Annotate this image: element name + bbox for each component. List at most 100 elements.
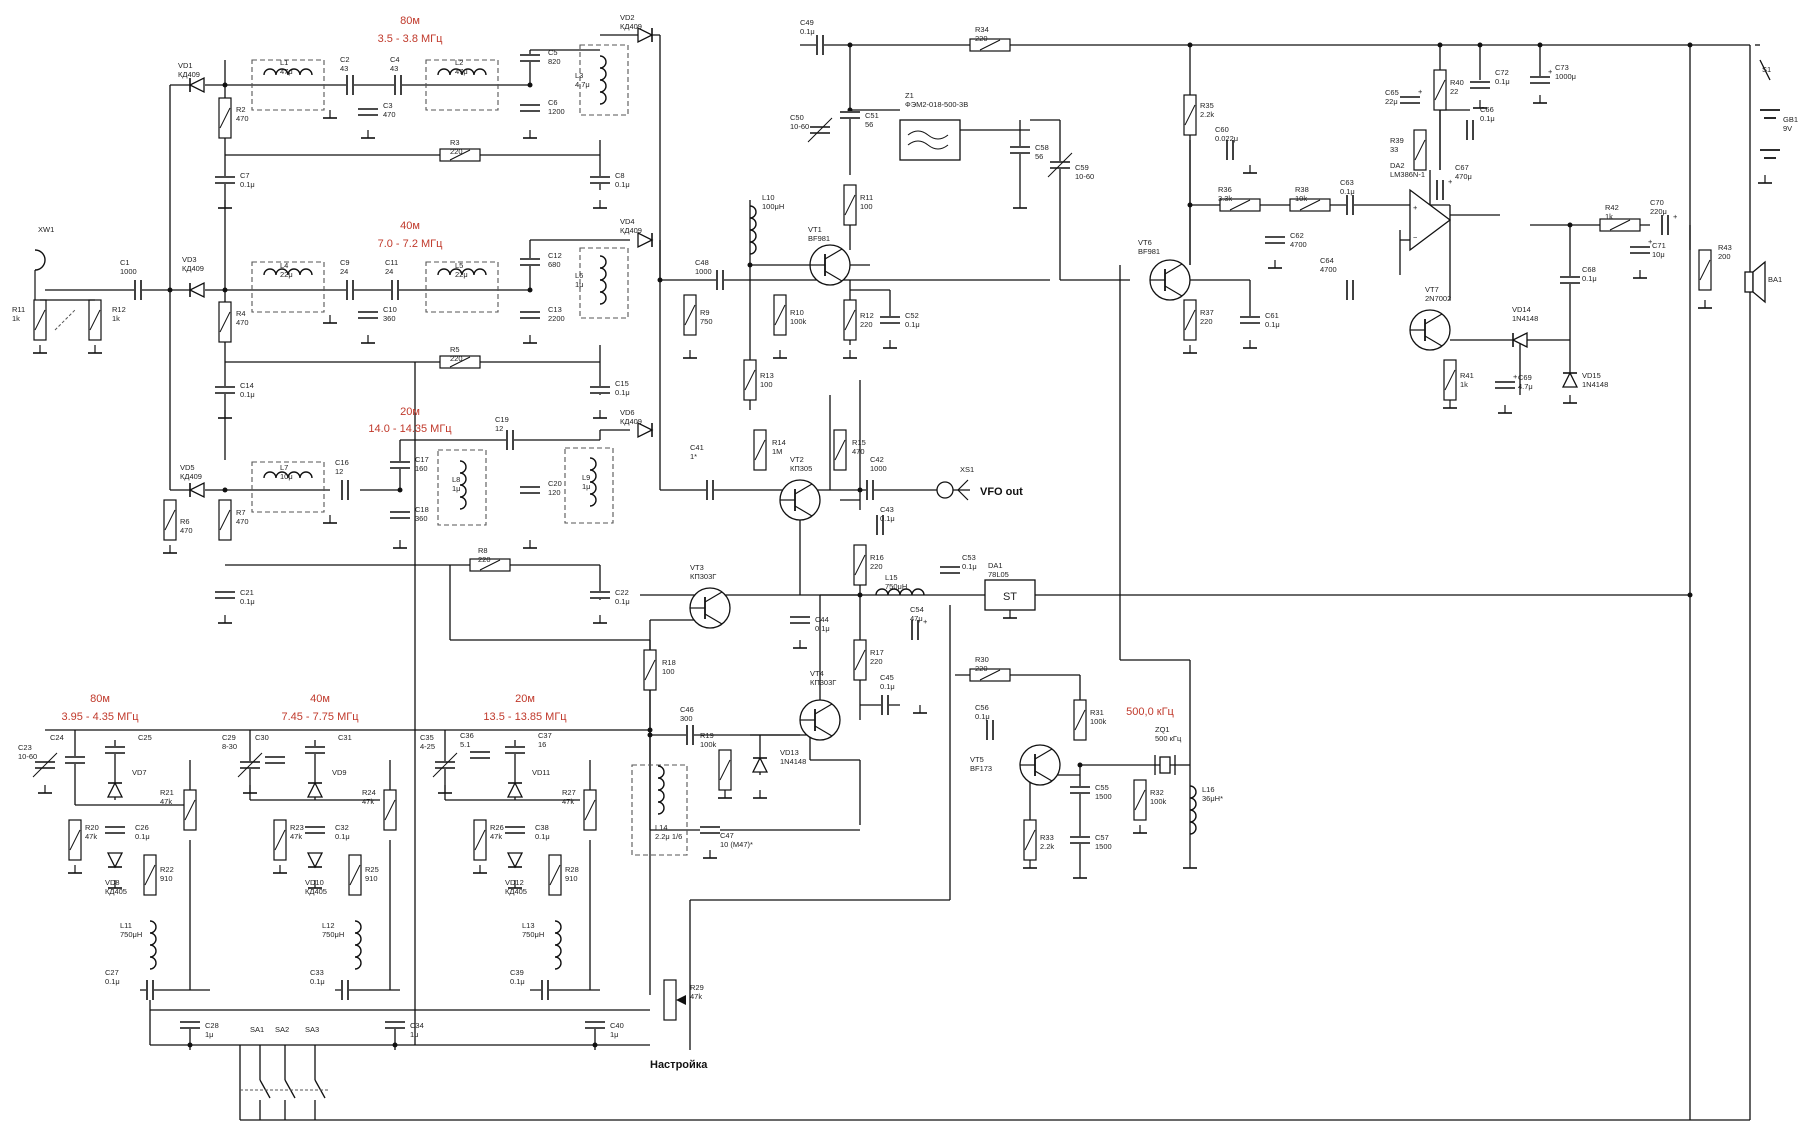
component-ref: R35	[1200, 101, 1214, 110]
component-ref: R27	[562, 788, 576, 797]
capacitor-c7: C70.1μ	[215, 171, 255, 189]
svg-text:−: −	[1413, 233, 1418, 242]
ground-symbol	[1183, 345, 1197, 354]
component-value: 0.1μ	[975, 712, 990, 721]
band-label-20m: 20м	[400, 406, 420, 418]
ground-symbol	[361, 335, 375, 344]
component-value: 0.1μ	[615, 180, 630, 189]
component-ref: R38	[1295, 185, 1309, 194]
component-value: 2.2k	[1200, 110, 1214, 119]
component-ref: VT5	[970, 755, 984, 764]
switch-s1: S1	[1759, 59, 1771, 81]
component-ref: C18	[415, 505, 429, 514]
component-ref: C36	[460, 731, 474, 740]
component-ref: VD6	[620, 408, 635, 417]
component-value: 24	[385, 267, 393, 276]
component-value: 1μ	[582, 482, 591, 491]
component-ref: VT7	[1425, 285, 1439, 294]
component-value: 750μH	[522, 930, 544, 939]
shield-l1	[251, 59, 325, 111]
component-value: 47k	[690, 992, 702, 1001]
component-ref: C55	[1095, 783, 1109, 792]
diode-vd9: VD9	[306, 768, 347, 798]
component-value: 47k	[362, 797, 374, 806]
component-ref: R19	[700, 731, 714, 740]
diode-vd11: VD11	[506, 768, 550, 798]
component-ref: R39	[1390, 136, 1404, 145]
ground-symbol	[1243, 165, 1257, 174]
component-ref: C45	[880, 673, 894, 682]
component-value: 56	[865, 120, 873, 129]
component-ref: C34	[410, 1021, 424, 1030]
component-value: 100k	[700, 740, 717, 749]
diode-vd7: VD7	[106, 768, 147, 798]
component-value: 0.022μ	[1215, 134, 1238, 143]
component-ref: SA3	[305, 1025, 319, 1034]
component-ref: R4	[236, 309, 246, 318]
component-value: 8-30	[222, 742, 237, 751]
component-ref: R41	[1460, 371, 1474, 380]
component-ref: L11	[120, 921, 132, 930]
band-labels-vco: 80м 3.95 - 4.35 МГц 40м 7.45 - 7.75 МГц …	[61, 693, 567, 723]
component-ref: R7	[236, 508, 246, 517]
component-value: 360	[415, 514, 428, 523]
component-value: 0.1μ	[1265, 320, 1280, 329]
ground-symbol	[243, 785, 257, 794]
component-value: 2.2k	[1040, 842, 1054, 851]
component-ref: DA2	[1390, 161, 1405, 170]
component-ref: L4	[280, 261, 288, 270]
component-ref: R16	[870, 553, 884, 562]
ground-symbol	[1563, 395, 1577, 404]
ground-symbol	[683, 350, 697, 359]
component-value: 470	[852, 447, 865, 456]
component-value: 22	[1450, 87, 1458, 96]
speaker-ba1: BA1	[1744, 260, 1782, 304]
component-ref: C21	[240, 588, 254, 597]
component-value: 220	[478, 555, 491, 564]
ground-symbol	[1243, 340, 1257, 349]
svg-text:+: +	[1673, 212, 1678, 221]
ground-symbol	[1003, 610, 1017, 619]
component-ref: SA1	[250, 1025, 264, 1034]
component-ref: R11	[860, 193, 873, 202]
component-value: КД409	[182, 264, 204, 273]
component-value: 1500	[1095, 792, 1112, 801]
component-value: 0.1μ	[962, 562, 977, 571]
component-value: 1k	[1460, 380, 1468, 389]
component-ref: VD15	[1582, 371, 1601, 380]
component-ref: R13	[760, 371, 774, 380]
component-ref: VD11	[532, 768, 550, 777]
component-ref: VD2	[620, 13, 635, 22]
component-ref: R43	[1718, 243, 1732, 252]
component-ref: C71	[1652, 241, 1666, 250]
shield-l14	[631, 764, 688, 856]
